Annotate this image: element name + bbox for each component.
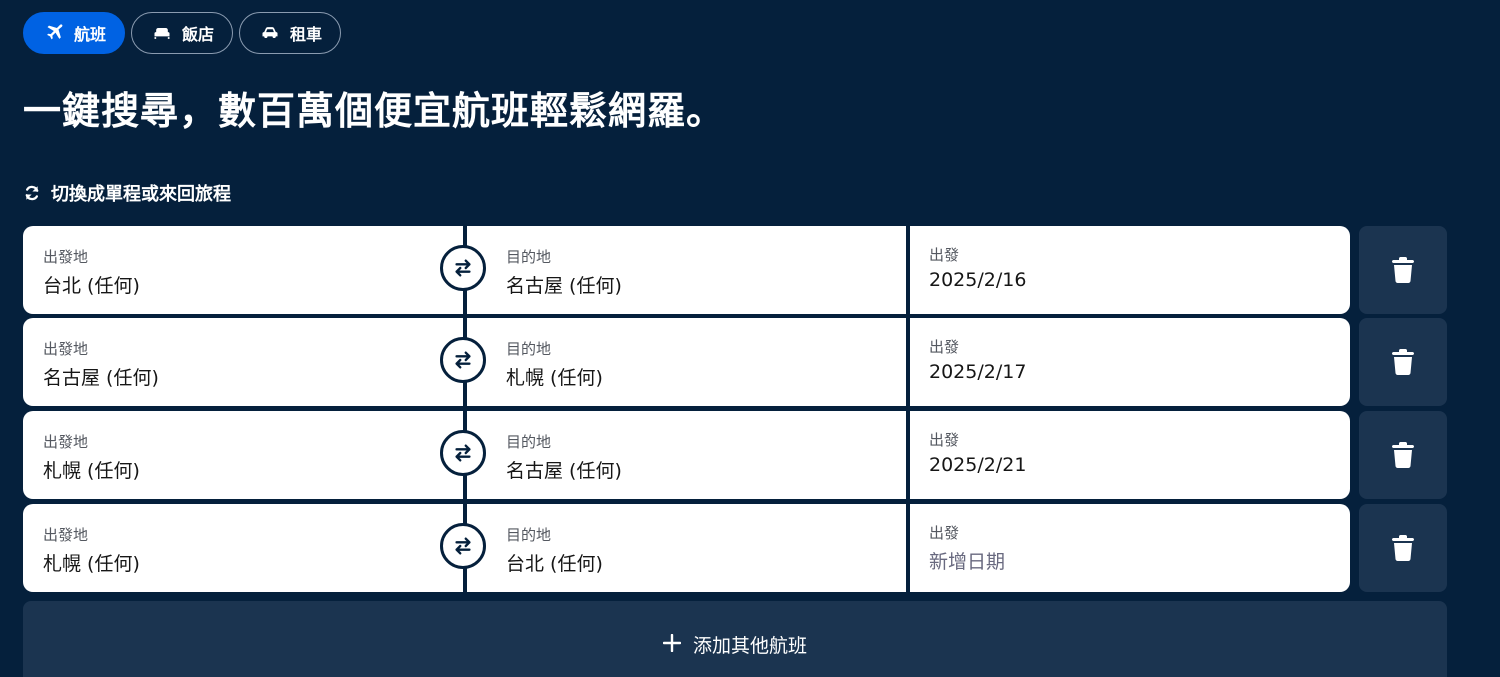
tab-flights[interactable]: 航班 (23, 12, 126, 54)
date-label: 出發 (929, 431, 960, 449)
add-flight-button[interactable]: 添加其他航班 (23, 601, 1447, 677)
tab-label: 租車 (290, 25, 323, 44)
delete-leg-button[interactable] (1359, 411, 1447, 499)
bed-icon (152, 23, 172, 43)
flight-leg-4: 出發地 札幌 (任何) 目的地 台北 (任何) 出發 新增日期 (23, 504, 1447, 592)
swap-button[interactable] (440, 245, 486, 291)
trash-icon (1392, 349, 1414, 375)
origin-field[interactable]: 出發地 台北 (任何) (23, 226, 463, 314)
divider (906, 504, 910, 592)
date-label: 出發 (929, 524, 960, 542)
departure-date-field[interactable]: 出發 2025/2/21 (909, 411, 1350, 499)
departure-date-field[interactable]: 出發 2025/2/17 (909, 318, 1350, 406)
date-value: 2025/2/16 (929, 269, 1027, 291)
plus-icon (662, 634, 681, 652)
swap-button[interactable] (440, 523, 486, 569)
origin-value: 札幌 (任何) (43, 553, 140, 575)
origin-label: 出發地 (43, 433, 89, 451)
leg-card: 出發地 札幌 (任何) 目的地 名古屋 (任何) 出發 2025/2/21 (23, 411, 1350, 499)
leg-card: 出發地 台北 (任何) 目的地 名古屋 (任何) 出發 2025/2/16 (23, 226, 1350, 314)
origin-label: 出發地 (43, 340, 89, 358)
origin-value: 札幌 (任何) (43, 460, 140, 482)
delete-leg-button[interactable] (1359, 226, 1447, 314)
date-label: 出發 (929, 338, 960, 356)
destination-value: 台北 (任何) (506, 553, 603, 575)
origin-field[interactable]: 出發地 札幌 (任何) (23, 411, 463, 499)
swap-arrows-icon (455, 537, 471, 555)
destination-value: 名古屋 (任何) (506, 275, 622, 297)
origin-value: 名古屋 (任何) (43, 367, 159, 389)
divider (906, 318, 910, 406)
swap-button[interactable] (440, 337, 486, 383)
date-placeholder: 新增日期 (929, 551, 1006, 573)
swap-arrows-icon (455, 444, 471, 462)
car-icon (260, 23, 280, 43)
swap-arrows-icon (455, 351, 471, 369)
date-value: 2025/2/21 (929, 454, 1027, 476)
flight-leg-2: 出發地 名古屋 (任何) 目的地 札幌 (任何) 出發 2025/2/17 (23, 318, 1447, 406)
tab-car-rental[interactable]: 租車 (239, 12, 342, 54)
trash-icon (1392, 535, 1414, 561)
origin-label: 出發地 (43, 248, 89, 266)
destination-label: 目的地 (506, 248, 552, 266)
date-label: 出發 (929, 246, 960, 264)
divider (906, 226, 910, 314)
tab-label: 飯店 (182, 25, 215, 44)
page-title: 一鍵搜尋，數百萬個便宜航班輕鬆網羅。 (23, 89, 726, 133)
add-flight-label: 添加其他航班 (692, 635, 807, 657)
flight-leg-1: 出發地 台北 (任何) 目的地 名古屋 (任何) 出發 2025/2/16 (23, 226, 1447, 314)
origin-field[interactable]: 出發地 名古屋 (任何) (23, 318, 463, 406)
search-type-tabs: 航班 飯店 租車 (23, 12, 342, 54)
destination-field[interactable]: 目的地 台北 (任何) (466, 504, 906, 592)
delete-leg-button[interactable] (1359, 504, 1447, 592)
delete-leg-button[interactable] (1359, 318, 1447, 406)
swap-arrows-icon (455, 259, 471, 277)
destination-label: 目的地 (506, 340, 552, 358)
origin-field[interactable]: 出發地 札幌 (任何) (23, 504, 463, 592)
toggle-label: 切換成單程或來回旅程 (51, 184, 231, 205)
departure-date-field[interactable]: 出發 新增日期 (909, 504, 1350, 592)
destination-field[interactable]: 目的地 名古屋 (任何) (466, 226, 906, 314)
destination-label: 目的地 (506, 433, 552, 451)
departure-date-field[interactable]: 出發 2025/2/16 (909, 226, 1350, 314)
toggle-trip-type-link[interactable]: 切換成單程或來回旅程 (23, 180, 231, 206)
date-value: 2025/2/17 (929, 361, 1027, 383)
destination-field[interactable]: 目的地 札幌 (任何) (466, 318, 906, 406)
flight-leg-3: 出發地 札幌 (任何) 目的地 名古屋 (任何) 出發 2025/2/21 (23, 411, 1447, 499)
leg-card: 出發地 名古屋 (任何) 目的地 札幌 (任何) 出發 2025/2/17 (23, 318, 1350, 406)
tab-hotels[interactable]: 飯店 (131, 12, 234, 54)
destination-value: 名古屋 (任何) (506, 460, 622, 482)
origin-label: 出發地 (43, 526, 89, 544)
refresh-icon (23, 184, 41, 202)
destination-label: 目的地 (506, 526, 552, 544)
leg-card: 出發地 札幌 (任何) 目的地 台北 (任何) 出發 新增日期 (23, 504, 1350, 592)
destination-field[interactable]: 目的地 名古屋 (任何) (466, 411, 906, 499)
trash-icon (1392, 257, 1414, 283)
destination-value: 札幌 (任何) (506, 367, 603, 389)
tab-label: 航班 (74, 25, 107, 44)
divider (906, 411, 910, 499)
origin-value: 台北 (任何) (43, 275, 140, 297)
trash-icon (1392, 442, 1414, 468)
swap-button[interactable] (440, 430, 486, 476)
plane-icon (44, 23, 64, 43)
